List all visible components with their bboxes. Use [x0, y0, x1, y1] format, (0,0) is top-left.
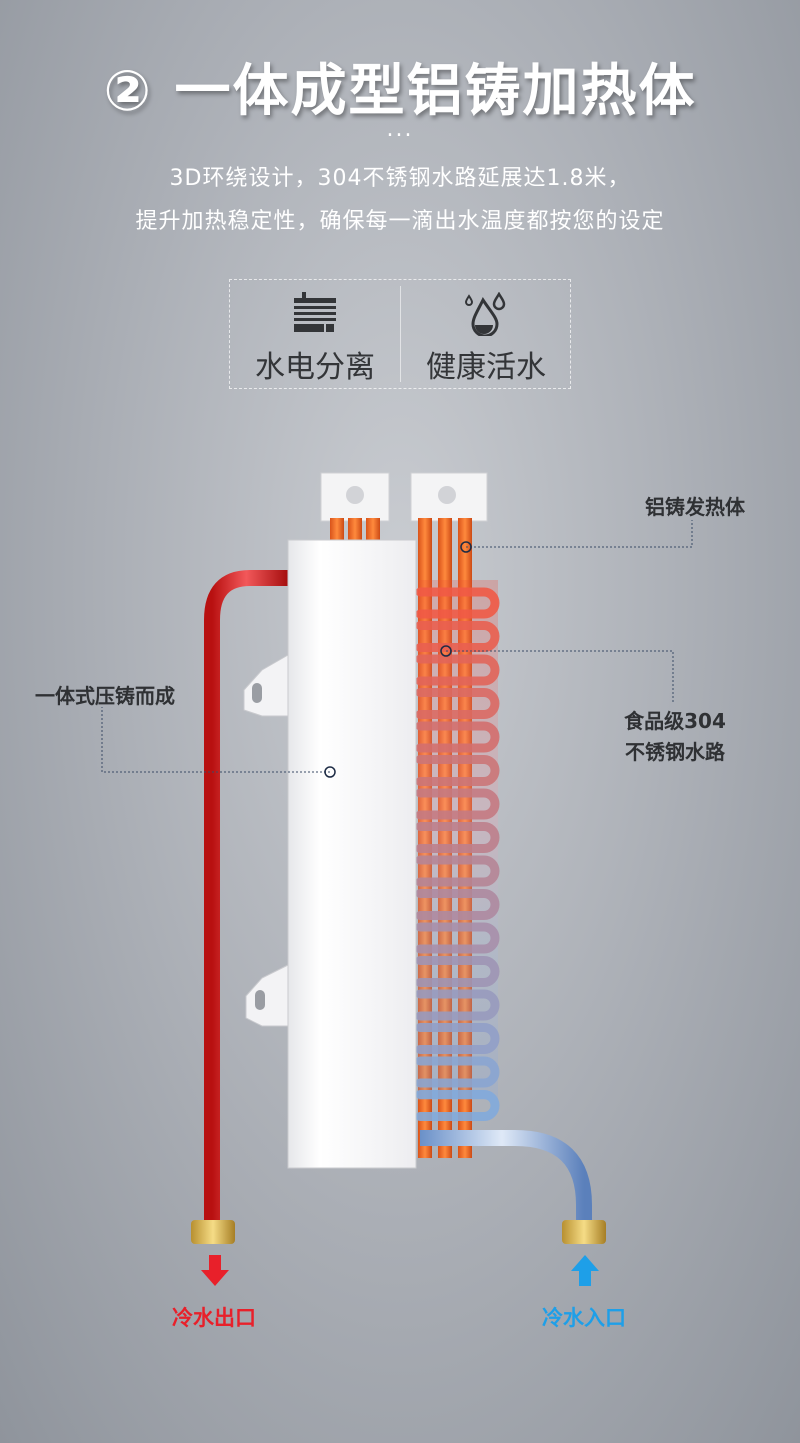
coil-loop — [415, 721, 500, 753]
feature-water-electric-separation: 水电分离 — [230, 280, 400, 390]
mounting-bracket-top — [243, 654, 289, 717]
outlet-label: 冷水出口 — [172, 1306, 256, 1330]
coil-loop — [415, 1090, 500, 1121]
outlet-fitting — [191, 1220, 235, 1244]
water-drops-icon — [464, 292, 506, 336]
coil-loop — [415, 587, 500, 619]
callout-pipe-line2: 不锈钢水路 — [625, 740, 725, 764]
coil-loop — [415, 822, 500, 853]
callout-dot — [440, 645, 452, 657]
coil-loop — [415, 855, 500, 887]
outlet-pipe — [204, 570, 288, 1225]
inlet-fitting — [562, 1220, 606, 1244]
outlet-arrow-icon — [201, 1255, 229, 1286]
callout-dot — [324, 766, 336, 778]
feature-box: 水电分离 健康活水 — [229, 279, 571, 389]
coil-loop — [415, 788, 500, 820]
inlet-pipe — [420, 1130, 592, 1225]
callout-cast-heater: 铝铸发热体 — [645, 495, 745, 519]
inlet-label: 冷水入口 — [542, 1306, 626, 1330]
coil-loop — [415, 1056, 500, 1088]
aluminum-cast-block — [287, 539, 417, 1169]
feature-label: 水电分离 — [255, 350, 375, 385]
feature-healthy-water: 健康活水 — [401, 280, 571, 390]
terminal-screw — [346, 486, 364, 504]
coil-loop — [415, 755, 500, 786]
heater-separation-icon — [294, 292, 336, 332]
coil-loop — [415, 621, 500, 652]
callout-die-cast: 一体式压铸而成 — [35, 684, 175, 708]
coil-loop — [415, 922, 500, 954]
bracket-hole — [252, 683, 262, 703]
coil-loop — [415, 1023, 500, 1054]
callout-pipe-line1: 食品级304 — [624, 709, 726, 733]
steel-coil — [415, 580, 500, 1121]
mounting-bracket-bottom — [245, 964, 289, 1027]
coil-loop — [415, 889, 500, 920]
terminal-screw — [438, 486, 456, 504]
callout-lines — [101, 520, 693, 773]
description-line-2: 提升加热稳定性，确保每一滴出水温度都按您的设定 — [135, 209, 665, 234]
title-dots: ... — [386, 117, 414, 142]
coil-loop — [415, 989, 500, 1021]
inlet-arrow-icon — [571, 1255, 599, 1286]
description-line-1: 3D环绕设计，304不锈钢水路延展达1.8米， — [169, 166, 631, 191]
bracket-hole — [255, 990, 265, 1010]
callout-dot — [460, 541, 472, 553]
coil-loop — [415, 688, 500, 719]
page-title: ② 一体成型铝铸加热体 — [103, 59, 697, 124]
coil-loop — [415, 654, 500, 686]
coil-loop — [415, 956, 500, 987]
feature-label: 健康活水 — [426, 350, 546, 385]
feature-divider — [400, 286, 401, 382]
